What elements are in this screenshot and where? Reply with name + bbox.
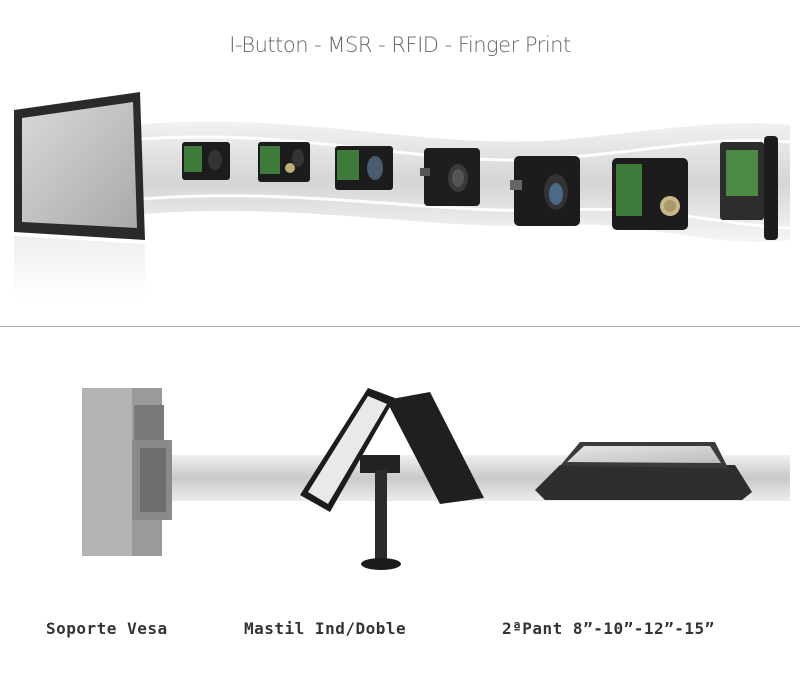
second-display-icon xyxy=(535,442,752,500)
fingerprint-reader-module-icon xyxy=(510,156,580,226)
section-divider xyxy=(0,326,800,327)
caption-second-display: 2ªPant 8”-10”-12”-15” xyxy=(502,619,715,638)
msr-card-reader-icon xyxy=(720,136,778,240)
ibutton-reader-module-icon xyxy=(258,142,310,182)
fingerprint-reader-module-icon xyxy=(420,148,480,206)
ibutton-reader-module-icon xyxy=(182,142,230,180)
vesa-mount-bracket-icon xyxy=(82,388,172,556)
accessories-illustration xyxy=(82,388,790,570)
accessories-section xyxy=(0,327,800,690)
pos-monitor-icon xyxy=(14,92,145,300)
caption-pole-mount: Mastil Ind/Doble xyxy=(244,619,407,638)
dual-screen-pole-mount-icon xyxy=(300,388,484,570)
page-title: I-Button - MSR - RFID - Finger Print xyxy=(229,33,571,57)
ibutton-reader-module-icon xyxy=(612,158,688,230)
peripheral-modules-section: I-Button - MSR - RFID - Finger Print xyxy=(0,0,800,326)
fingerprint-reader-module-icon xyxy=(335,146,393,190)
caption-vesa-mount: Soporte Vesa xyxy=(46,619,168,638)
modules-ribbon xyxy=(14,92,791,300)
